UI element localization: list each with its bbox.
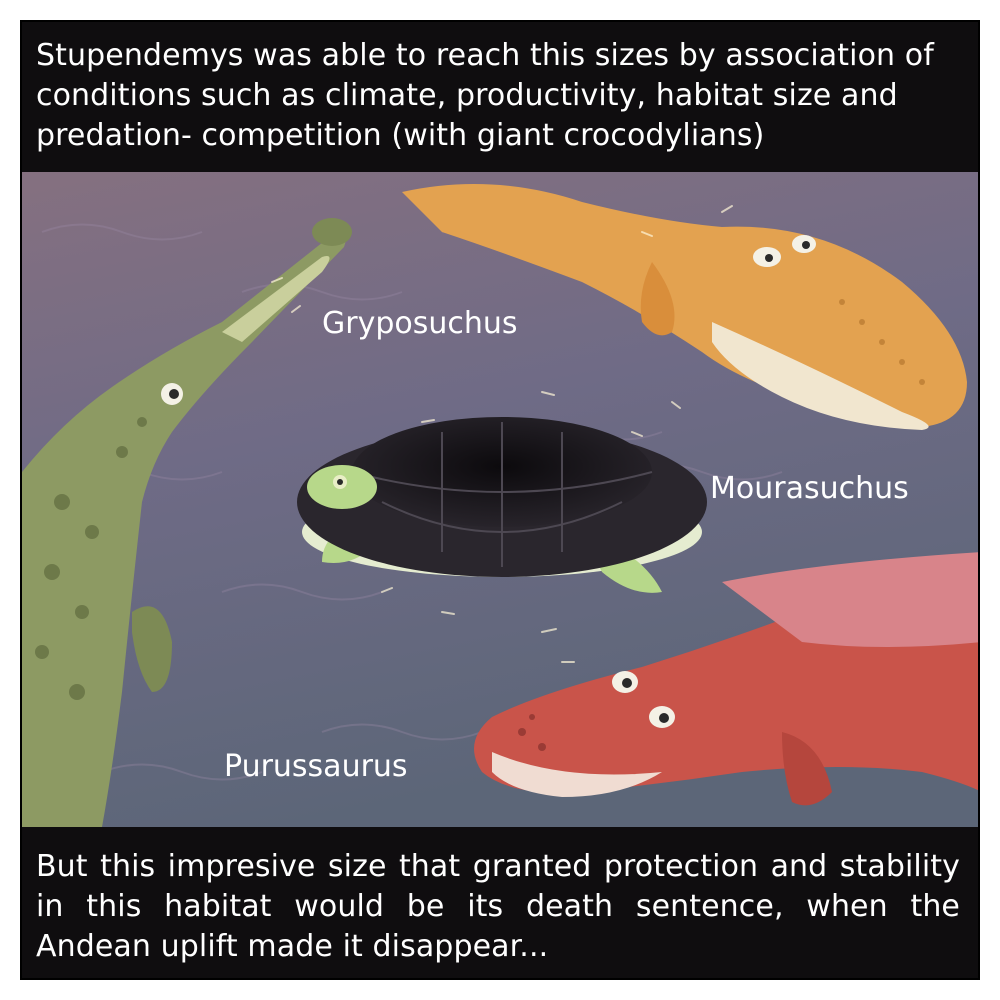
mourasuchus-figure (402, 184, 967, 430)
sparkles (271, 205, 733, 663)
mourasuchus-label: Mourasuchus (710, 471, 909, 506)
water-illustration (22, 172, 978, 827)
illustration-scene: Gryposuchus Mourasuchus Purussaurus (22, 172, 978, 827)
stupendemys-turtle (297, 417, 707, 593)
purussaurus-label: Purussaurus (224, 749, 408, 784)
bottom-caption: But this impresive size that granted pro… (36, 849, 960, 964)
top-caption: Stupendemys was able to reach this sizes… (36, 38, 934, 153)
gryposuchus-label: Gryposuchus (322, 306, 518, 341)
comic-panel: Stupendemys was able to reach this sizes… (20, 20, 980, 980)
gryposuchus-figure (22, 218, 352, 827)
purussaurus-figure (474, 552, 978, 806)
